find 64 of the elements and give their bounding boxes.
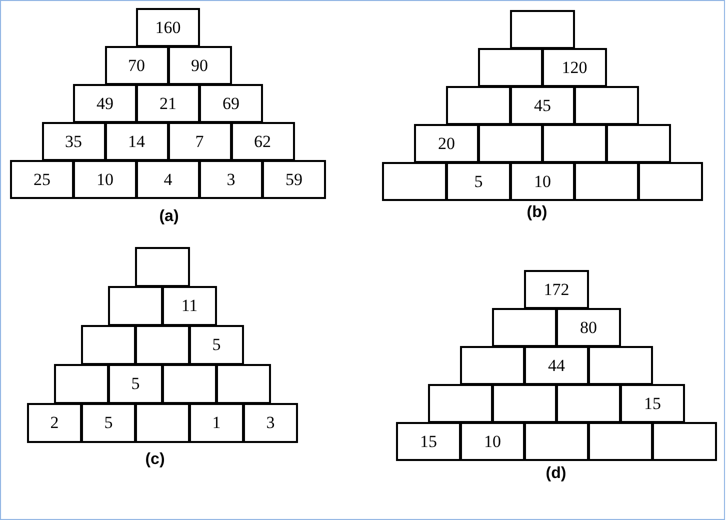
empty-brick [492, 308, 557, 347]
number-brick: 25 [10, 160, 74, 199]
empty-brick [588, 346, 653, 385]
empty-brick [446, 86, 511, 125]
empty-brick [54, 364, 109, 404]
number-brick: 5 [446, 162, 511, 201]
empty-brick [510, 10, 575, 49]
number-brick: 20 [414, 124, 479, 163]
empty-brick [574, 162, 639, 201]
empty-brick [81, 325, 136, 365]
empty-brick [524, 422, 589, 461]
number-brick: 21 [136, 84, 200, 123]
panel-label: (a) [159, 208, 179, 226]
empty-brick [556, 384, 621, 423]
empty-brick [542, 124, 607, 163]
number-brick: 15 [620, 384, 685, 423]
empty-brick [638, 162, 703, 201]
number-brick: 11 [162, 286, 217, 326]
number-brick: 2 [27, 403, 82, 443]
panel-label: (c) [145, 451, 165, 469]
empty-brick [216, 364, 271, 404]
number-brick: 10 [460, 422, 525, 461]
number-brick: 7 [168, 122, 232, 161]
number-brick: 14 [104, 122, 168, 161]
panel-label: (b) [526, 204, 548, 222]
empty-brick [428, 384, 493, 423]
empty-brick [588, 422, 653, 461]
number-brick: 35 [42, 122, 106, 161]
number-brick: 59 [262, 160, 326, 199]
number-brick: 70 [104, 46, 168, 85]
empty-brick [574, 86, 639, 125]
empty-brick [135, 403, 190, 443]
number-brick: 69 [199, 84, 263, 123]
empty-brick [492, 384, 557, 423]
number-brick: 5 [81, 403, 136, 443]
empty-brick [460, 346, 525, 385]
number-brick: 49 [73, 84, 137, 123]
number-brick: 10 [73, 160, 137, 199]
empty-brick [382, 162, 447, 201]
empty-brick [108, 286, 163, 326]
number-brick: 90 [168, 46, 232, 85]
number-brick: 3 [199, 160, 263, 199]
number-brick: 5 [108, 364, 163, 404]
number-brick: 15 [396, 422, 461, 461]
number-brick: 3 [243, 403, 298, 443]
number-brick: 45 [510, 86, 575, 125]
empty-brick [135, 247, 190, 287]
number-brick: 1 [189, 403, 244, 443]
empty-brick [135, 325, 190, 365]
number-brick: 4 [136, 160, 200, 199]
empty-brick [162, 364, 217, 404]
number-brick: 10 [510, 162, 575, 201]
number-brick: 120 [542, 48, 607, 87]
number-brick: 160 [136, 8, 200, 47]
empty-brick [606, 124, 671, 163]
empty-brick [478, 48, 543, 87]
number-brick: 62 [230, 122, 294, 161]
panel-label: (d) [546, 465, 566, 483]
number-brick: 44 [524, 346, 589, 385]
number-brick: 80 [556, 308, 621, 347]
empty-brick [478, 124, 543, 163]
number-brick: 172 [524, 270, 589, 309]
empty-brick [652, 422, 717, 461]
number-brick: 5 [189, 325, 244, 365]
